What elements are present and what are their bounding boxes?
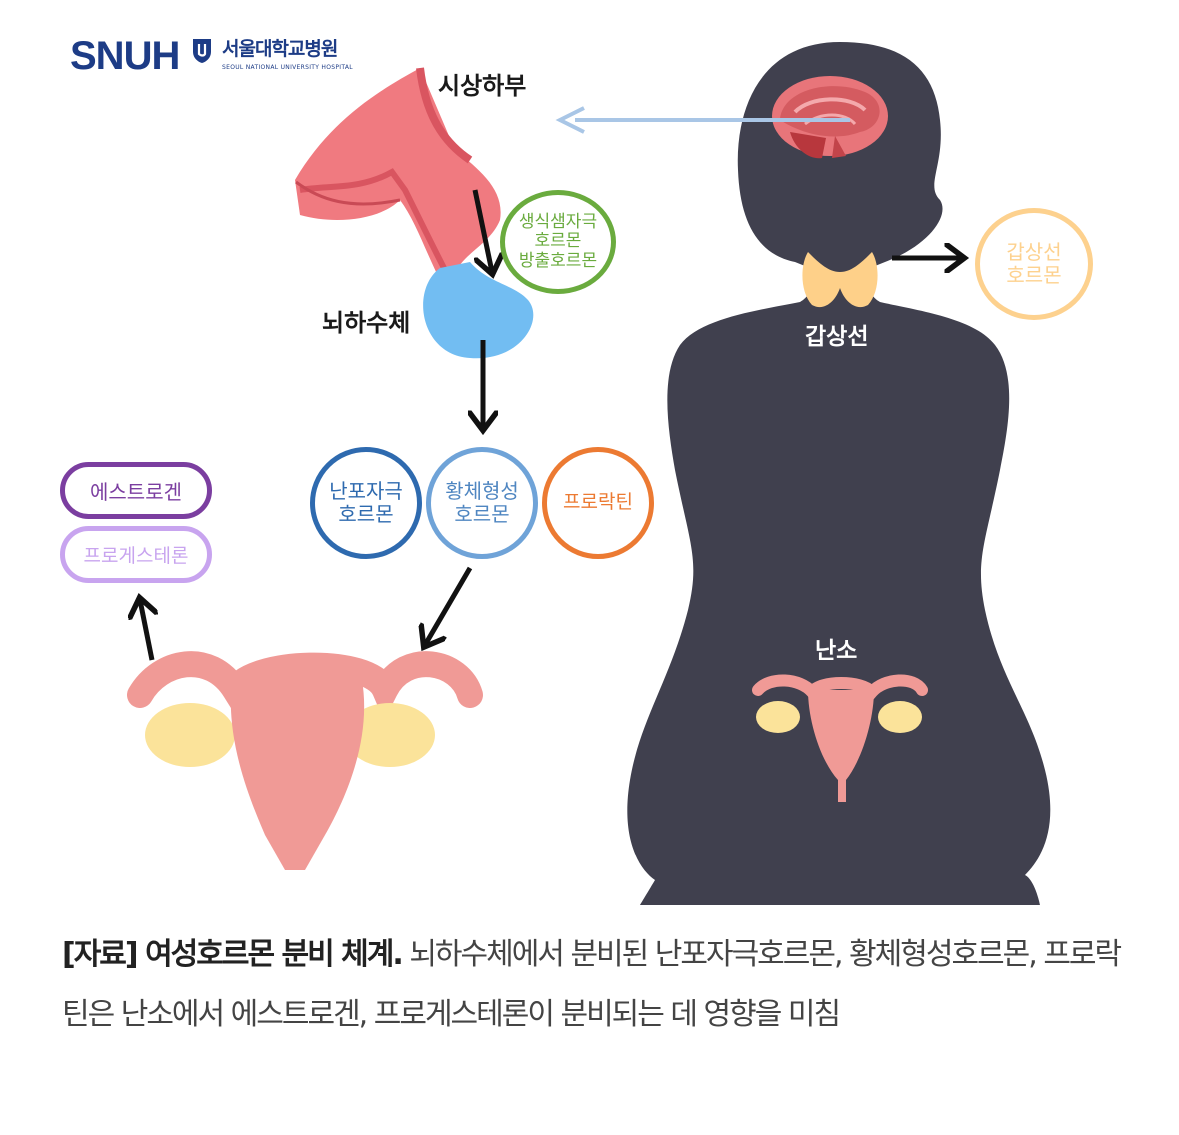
hormone-gnrh-line3: 방출호르몬 [518,250,598,271]
hormone-fsh: 난포자극 호르몬 [310,447,422,559]
hormone-diagram: SNUH 서울대학교병원 SEOUL NATIONAL UNIVERSITY H… [0,34,1093,905]
arrow-uterus-to-estrogen [140,600,152,661]
pituitary-illustration [423,262,534,359]
diagram-graphics [0,42,1051,905]
thyroid-gland-illustration [802,252,878,308]
caption: [자료] 여성호르몬 분비 체계. 뇌하수체에서 분비된 난포자극호르몬, 황체… [62,925,1132,1045]
woman-silhouette [627,42,1051,905]
brain-illustration [772,76,888,159]
hormone-thyroid: 갑상선 호르몬 [975,208,1093,320]
hormone-prolactin-label: 프로락틴 [563,491,633,514]
hormone-lh-line2: 호르몬 [454,502,510,526]
logo-brand: SNUH [70,34,180,78]
hormone-fsh-line1: 난포자극 [329,479,403,503]
arrow-hormones-to-uterus [425,566,473,645]
hormone-prolactin: 프로락틴 [542,447,654,559]
hormone-thyroid-line2: 호르몬 [1006,263,1062,287]
hypothalamus-illustration [295,67,501,280]
hormone-gnrh: 생식샘자극 호르몬 방출호르몬 [500,190,616,294]
uterus-illustration [127,651,483,870]
arrow-hypothalamus-to-pituitary [472,189,492,272]
label-ovary: 난소 [815,638,858,664]
caption-title: [자료] 여성호르몬 분비 체계. [62,937,404,972]
hormone-lh-line1: 황체형성 [445,479,519,503]
label-hypothalamus: 시상하부 [438,72,527,100]
hormone-gnrh-line1: 생식샘자극 [518,211,598,232]
arrow-brain-to-hypothalamus [555,106,850,134]
hormone-thyroid-line1: 갑상선 [1006,240,1062,264]
logo-english-name: SEOUL NATIONAL UNIVERSITY HOSPITAL [222,64,353,71]
hormone-gnrh-line2: 호르몬 [534,231,582,252]
logo-korean-name: 서울대학교병원 [222,38,338,60]
caption-body: 뇌하수체에서 분비된 난포자극호르몬, 황체형성호르몬, 프로락틴은 난소에서 … [62,937,1122,1032]
hormone-estrogen: 에스트로겐 [60,462,212,519]
hormone-fsh-line2: 호르몬 [338,502,394,526]
shield-icon [193,39,211,63]
label-thyroid: 갑상선 [805,324,869,350]
arrows [140,189,962,661]
hormone-progesterone: 프로게스테론 [60,526,212,583]
ovary-uterus-on-body [752,674,928,802]
hormone-lh: 황체형성 호르몬 [426,447,538,559]
label-pituitary: 뇌하수체 [322,309,411,337]
